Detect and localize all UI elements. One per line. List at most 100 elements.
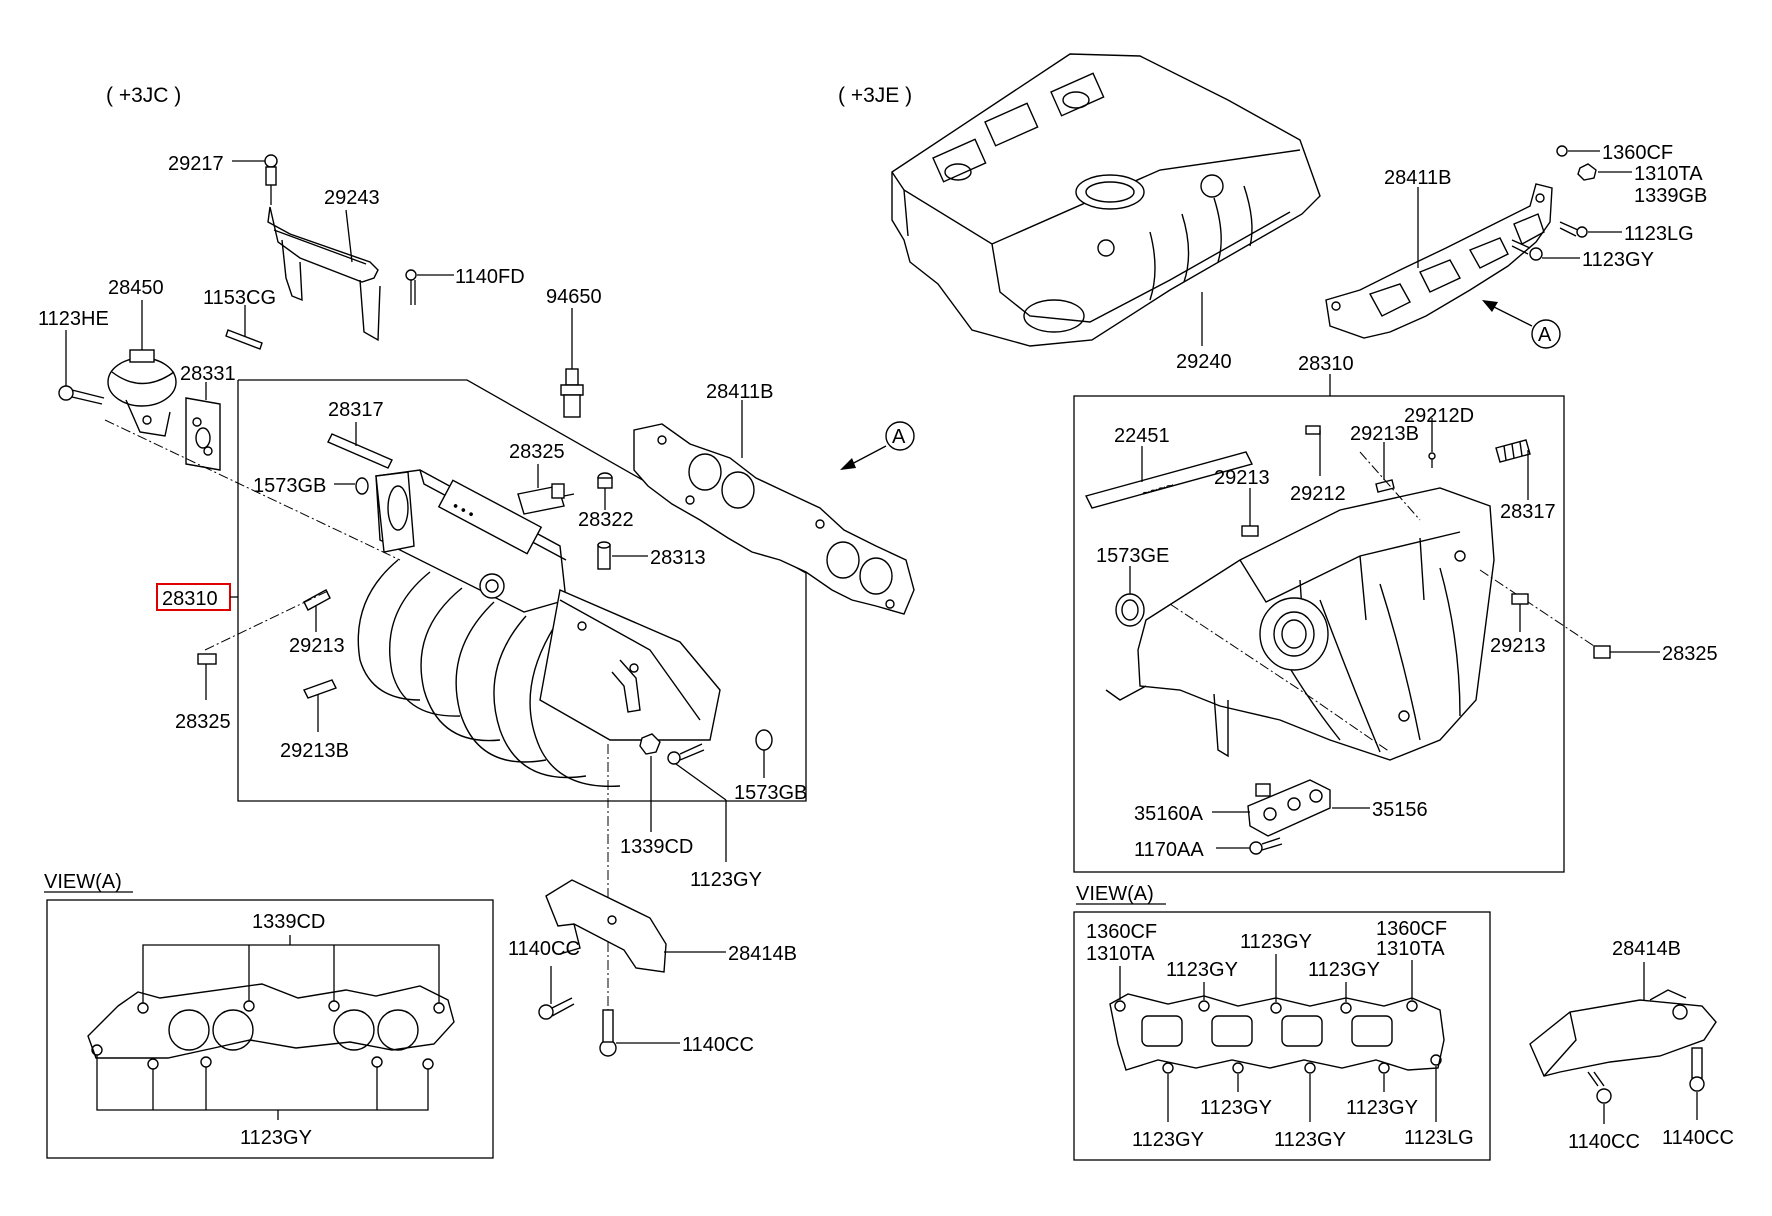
label-29243: 29243: [324, 187, 380, 209]
part-29213-stud-right-a: [1241, 525, 1259, 537]
part-29240-engine-cover: [891, 53, 1321, 347]
label-28325-right: 28325: [1662, 643, 1718, 665]
label-29240: 29240: [1176, 351, 1232, 373]
label-28450: 28450: [108, 277, 164, 299]
label-1360CF: 1360CF: [1602, 142, 1673, 164]
part-1360CF-nut: [1556, 145, 1568, 157]
assembly-line-right-c: [1479, 569, 1601, 651]
part-28317-stud-right: [1495, 439, 1531, 463]
view-a-right-gy4: 1123GY: [1200, 1097, 1272, 1119]
label-1123GY-left: 1123GY: [690, 869, 762, 891]
view-a-right-l1360CF: 1360CF: [1086, 921, 1157, 943]
part-1140CC-bolt-right-b: [1689, 1047, 1705, 1092]
part-94650-sensor: [560, 368, 584, 418]
label-35160A: 35160A: [1134, 803, 1204, 825]
part-29212D-pin: [1428, 452, 1436, 468]
label-1339CD-left: 1339CD: [620, 836, 693, 858]
label-28414B-left: 28414B: [728, 943, 797, 965]
part-1140CC-bolt-a: [538, 997, 575, 1020]
label-1123HE: 1123HE: [38, 308, 109, 330]
label-1140CC-right-a: 1140CC: [1568, 1131, 1640, 1153]
label-35156: 35156: [1372, 799, 1428, 821]
label-28411B-left: 28411B: [706, 381, 773, 403]
label-28310-left: 28310: [162, 588, 218, 610]
part-35156-valve: [1247, 779, 1331, 837]
view-a-right-gy1: 1123GY: [1240, 931, 1312, 953]
label-28317-right: 28317: [1500, 501, 1556, 523]
svg-text:A: A: [1538, 324, 1552, 346]
part-28325-sensor: [517, 483, 575, 515]
part-35160A-sensor: [1255, 783, 1271, 797]
arrow-a-right: A: [1482, 300, 1561, 349]
part-1140FD-bolt: [405, 269, 417, 305]
label-1339GB: 1339GB: [1634, 185, 1707, 207]
label-29213B-right: 29213B: [1350, 423, 1419, 445]
assembly-line-right-b: [1359, 451, 1421, 521]
view-a-left-gasket: [87, 983, 455, 1070]
svg-text:A: A: [892, 426, 906, 448]
view-a-right-r1360CF: 1360CF: [1376, 918, 1447, 940]
part-28414B-bracket-right: [1529, 989, 1717, 1077]
label-1140CC-right-b: 1140CC: [1662, 1127, 1734, 1149]
part-1573GB-plug-lower: [755, 729, 773, 751]
part-28317-stud: [327, 433, 393, 469]
label-29213-right-b: 29213: [1490, 635, 1546, 657]
right-variant-label: ( +3JE ): [838, 84, 912, 107]
left-assembly-frame: [237, 379, 807, 802]
label-1310TA: 1310TA: [1634, 163, 1703, 185]
view-a-right-gy7: 1123GY: [1274, 1129, 1346, 1151]
arrow-a-left: A: [840, 421, 915, 470]
part-1123HE-bolt: [58, 385, 105, 405]
part-28322-cap: [597, 472, 613, 489]
label-1153CG: 1153CG: [203, 287, 276, 309]
view-a-left-top-leader: [142, 944, 440, 1003]
label-1140FD: 1140FD: [455, 266, 525, 288]
right-assembly-frame: [1073, 395, 1565, 873]
part-1123LG-bolt: [1559, 221, 1588, 238]
part-28325-plug-left: [197, 653, 217, 665]
label-29212: 29212: [1290, 483, 1346, 505]
label-1573GE: 1573GE: [1096, 545, 1169, 567]
label-1140CC-a: 1140CC: [508, 938, 580, 960]
assembly-line-actuator: [104, 419, 401, 561]
part-1573GE-ring: [1115, 593, 1145, 627]
label-28331: 28331: [180, 363, 236, 385]
part-1140CC-bolt-b: [599, 1009, 617, 1057]
label-28414B-right: 28414B: [1612, 938, 1681, 960]
view-a-left-top-label: 1339CD: [252, 911, 325, 933]
part-29243-bracket: [267, 206, 381, 342]
assembly-line-plug: [204, 589, 331, 651]
part-29212-pin: [1305, 425, 1321, 435]
view-a-left-title: VIEW(A): [44, 871, 122, 893]
label-29213-right-a: 29213: [1214, 467, 1270, 489]
label-29213B-left: 29213B: [280, 740, 349, 762]
label-94650: 94650: [546, 286, 602, 308]
label-28322: 28322: [578, 509, 634, 531]
part-28310-manifold-left: • • •: [357, 469, 721, 788]
label-28317: 28317: [328, 399, 384, 421]
label-28411B-right: 28411B: [1384, 167, 1451, 189]
view-a-right-l1310TA: 1310TA: [1086, 943, 1155, 965]
view-a-left-bottom-leader: [96, 1055, 429, 1111]
view-a-right-gy3: 1123GY: [1308, 959, 1380, 981]
view-a-left-bottom-label: 1123GY: [240, 1127, 312, 1149]
view-a-right-lg: 1123LG: [1404, 1127, 1474, 1149]
view-a-right-box: [1073, 911, 1491, 1161]
part-28310-manifold-right: [1105, 487, 1495, 761]
part-28325-plug-right: [1593, 645, 1611, 659]
part-1573GB-plug: [355, 477, 369, 495]
part-28313-nipple: [597, 541, 611, 570]
part-28411B-gasket: [633, 423, 915, 615]
part-29213-stud-right-b: [1511, 593, 1529, 605]
label-28325-left: 28325: [175, 711, 231, 733]
label-1573GB-top: 1573GB: [253, 475, 326, 497]
part-1123GY-bolt-right: [1511, 239, 1543, 261]
view-a-right-gy6: 1123GY: [1132, 1129, 1204, 1151]
label-29213-left: 29213: [289, 635, 345, 657]
part-1339CD-nut: [639, 733, 661, 755]
part-29213B-stud-right: [1375, 479, 1395, 493]
view-a-right-gy5: 1123GY: [1346, 1097, 1418, 1119]
label-1123LG: 1123LG: [1624, 223, 1694, 245]
part-1153CG-stud: [225, 329, 263, 350]
